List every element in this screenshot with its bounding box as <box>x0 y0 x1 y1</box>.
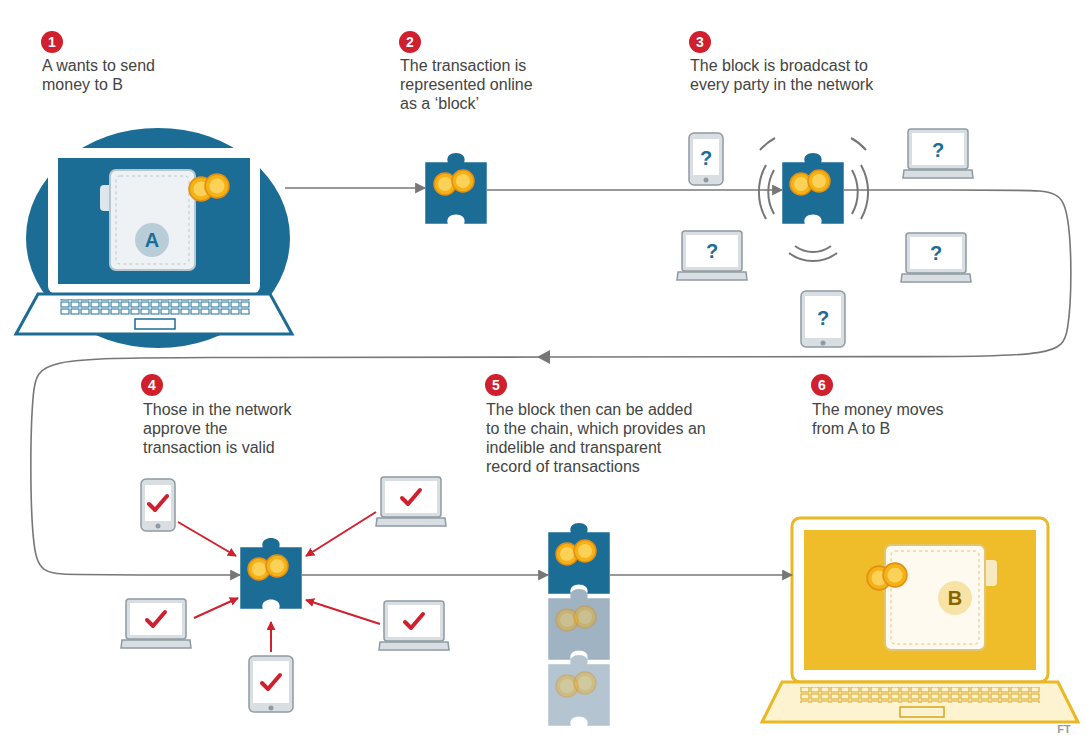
chain-piece <box>548 589 610 660</box>
puzzle-piece <box>425 153 487 224</box>
laptop-icon <box>121 599 191 648</box>
laptop-icon <box>677 231 747 280</box>
wallet-letter: A <box>145 229 159 252</box>
trackpad <box>900 707 944 717</box>
callout-number: 4 <box>141 374 163 396</box>
flow-arrow <box>285 187 425 189</box>
query-mark: ? <box>706 240 718 263</box>
screen-frame <box>48 148 260 294</box>
screen <box>58 158 250 284</box>
flow-arrow <box>487 189 782 191</box>
process-step: 3The block is broadcast to every party i… <box>782 150 844 232</box>
process-step: 2The transaction is represented online a… <box>425 150 487 232</box>
coin <box>883 563 907 587</box>
process-step: 6The money moves from A to B <box>792 518 1048 722</box>
laptop-icon <box>903 129 973 178</box>
puzzle-piece <box>240 538 302 609</box>
callout-number: 5 <box>485 374 507 396</box>
wallet-stitch <box>891 551 979 644</box>
process-step: 4Those in the network approve the transa… <box>240 535 302 617</box>
step-caption: The transaction is represented online as… <box>400 56 550 113</box>
wallet-letter: B <box>948 587 962 610</box>
query-mark: ? <box>930 242 942 265</box>
sender-laptop <box>16 128 292 348</box>
watermark: FT <box>1057 723 1070 735</box>
callout-number: 3 <box>689 31 711 53</box>
flow-arrow <box>31 190 1071 575</box>
step-caption: A wants to send money to B <box>42 56 182 94</box>
puzzle-piece <box>548 523 610 594</box>
tablet-icon <box>801 291 845 347</box>
laptop-icon <box>379 601 449 650</box>
wallet-stitch <box>116 176 189 264</box>
keys <box>60 299 250 315</box>
keyboard-base <box>16 294 292 334</box>
query-mark: ? <box>817 307 829 330</box>
wallet-badge <box>938 581 972 615</box>
chain-piece <box>548 655 610 726</box>
phone-icon <box>141 479 175 531</box>
laptop-icon <box>376 477 446 526</box>
query-mark: ? <box>700 147 712 170</box>
process-step: 5The block then can be added to the chai… <box>548 520 610 734</box>
approval <box>121 477 449 712</box>
coin <box>574 606 596 628</box>
query-mark: ? <box>932 139 944 162</box>
coin <box>808 170 830 192</box>
receiver-laptop <box>762 518 1078 722</box>
step-caption: The block is broadcast to every party in… <box>690 56 895 94</box>
screen <box>804 530 1036 670</box>
block-piece <box>425 153 487 224</box>
coin <box>266 555 288 577</box>
callout-number: 2 <box>399 31 421 53</box>
keyboard-base <box>762 682 1078 722</box>
callout-number: 6 <box>811 374 833 396</box>
keys <box>800 687 1040 703</box>
screen-frame <box>792 518 1048 682</box>
chain <box>548 523 610 726</box>
puzzle-piece <box>782 153 844 224</box>
wallet <box>885 545 985 650</box>
signal-waves <box>759 138 868 261</box>
approval-arrows <box>178 512 380 652</box>
check-marks <box>147 490 423 689</box>
broadcast <box>677 129 973 347</box>
tablet-icon <box>249 656 293 712</box>
flow-arrow <box>302 574 548 576</box>
laptop-icon <box>901 233 971 282</box>
step-caption: The block then can be added to the chain… <box>486 400 706 476</box>
trackpad <box>135 319 175 329</box>
step-caption: The money moves from A to B <box>812 400 957 438</box>
coin <box>574 540 596 562</box>
coin <box>452 170 474 192</box>
callout-number: 1 <box>41 31 63 53</box>
wallet-badge <box>135 223 169 257</box>
phone-icon <box>689 133 723 185</box>
wallet <box>110 170 195 270</box>
coin <box>205 174 229 198</box>
step-caption: Those in the network approve the transac… <box>143 400 308 457</box>
flow-arrow <box>610 574 792 576</box>
coin <box>574 672 596 694</box>
